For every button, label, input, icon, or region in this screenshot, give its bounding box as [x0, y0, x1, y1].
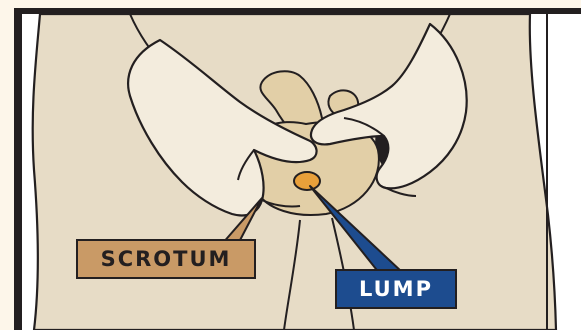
- lump: [294, 172, 320, 190]
- lump-label: LUMP: [359, 277, 433, 301]
- scrotum-label: SCROTUM: [101, 247, 232, 271]
